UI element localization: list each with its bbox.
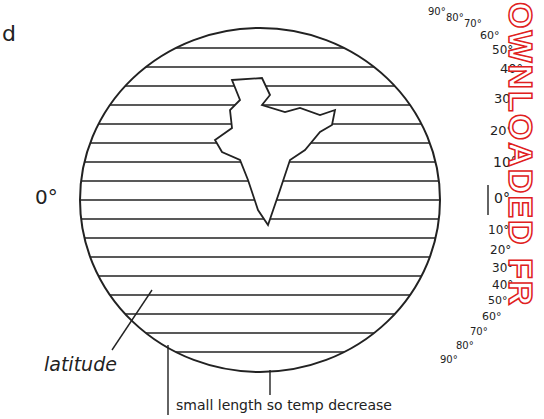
latitude-degree: 70° bbox=[470, 326, 488, 337]
latitude-degree: 60° bbox=[480, 30, 500, 42]
latitude-degree: 90° bbox=[440, 354, 458, 365]
watermark: OWNLOADED FR bbox=[501, 2, 540, 307]
latitude-label: latitude bbox=[44, 354, 117, 375]
latitude-degree: 80° bbox=[456, 340, 474, 351]
latitude-degree: 0° bbox=[35, 186, 58, 208]
note-text: small length so temp decrease bbox=[176, 398, 392, 413]
latitude-degree: 90° bbox=[428, 6, 446, 17]
latitude-degree: 60° bbox=[482, 311, 502, 323]
latitude-degree: 70° bbox=[464, 18, 482, 29]
partial-letter: d bbox=[2, 22, 16, 46]
latitude-degree: 80° bbox=[446, 12, 464, 23]
